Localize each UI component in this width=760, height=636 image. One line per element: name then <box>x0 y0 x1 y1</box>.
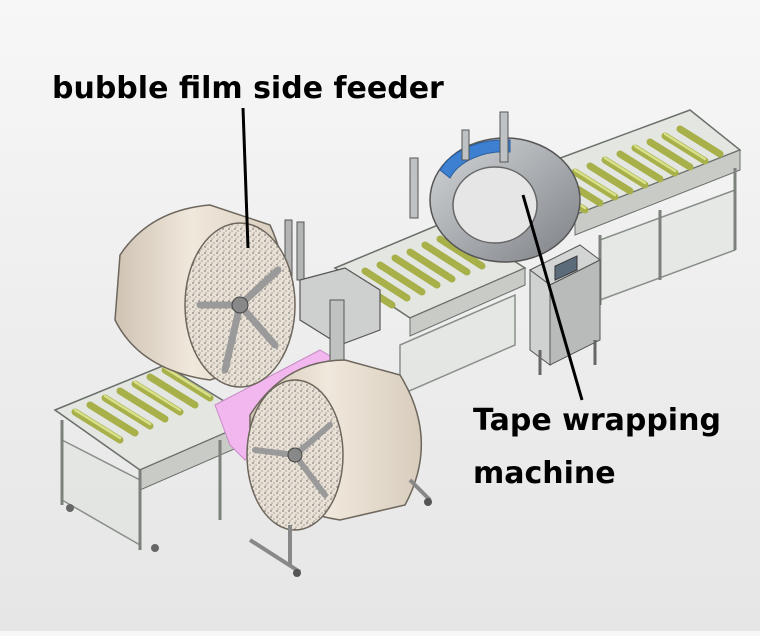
right-conveyor <box>526 109 742 305</box>
lower-film-roll <box>246 359 432 577</box>
upper-film-roll <box>114 204 296 388</box>
tape-wrapping-ring <box>409 111 581 263</box>
tape-machine-callout-line <box>521 194 584 401</box>
tape-machine-label-line2: machine <box>473 456 616 491</box>
left-conveyor <box>53 364 257 552</box>
side-feeder-label: bubble film side feeder <box>52 71 444 106</box>
control-cabinet <box>529 244 601 375</box>
tape-machine-label-line1: Tape wrapping <box>473 403 721 438</box>
feeder-frame <box>284 219 381 371</box>
feeder-callout-line <box>241 107 250 249</box>
